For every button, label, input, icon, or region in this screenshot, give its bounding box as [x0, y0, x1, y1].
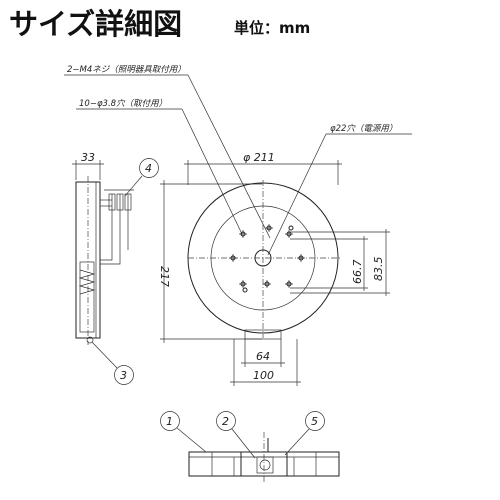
wire-2 — [100, 194, 121, 265]
mount-hole-5 — [298, 255, 304, 261]
mount-hole-7 — [264, 281, 270, 287]
bottom-connector — [256, 456, 274, 474]
mount-hole-3 — [286, 231, 292, 237]
bottom-mount-block — [240, 451, 288, 477]
terminal-2 — [116, 193, 124, 211]
mount-hole-8 — [286, 281, 292, 287]
part-number-4-circle — [139, 158, 159, 178]
mount-hole-9 — [242, 287, 248, 293]
side-spring — [78, 269, 96, 295]
part-number-5-circle — [305, 411, 325, 431]
dim-width-large: 100 — [253, 369, 274, 382]
callout-cable-hole: φ22穴（電源用） — [330, 123, 397, 134]
terminal-3 — [124, 193, 132, 211]
wire-1 — [100, 194, 113, 261]
bottom-connector-hole — [259, 459, 271, 471]
part-number-3: 3 — [120, 369, 127, 382]
part-number-2: 2 — [222, 415, 229, 428]
part-number-2-circle — [216, 411, 236, 431]
part-number-5-leader — [284, 428, 310, 456]
dim-depth: 33 — [81, 151, 95, 164]
mount-hole-markers — [229, 224, 305, 293]
side-knob — [86, 336, 94, 344]
mount-hole-10 — [288, 225, 294, 231]
terminal-1 — [108, 193, 116, 211]
callout-cable-leader — [267, 133, 327, 256]
part-number-1-leader — [176, 427, 207, 453]
dim-pitch-small: 66.7 — [351, 260, 364, 285]
part-number-4-leader — [124, 175, 143, 197]
side-body — [75, 181, 101, 339]
part-number-3-leader — [91, 341, 118, 369]
part-number-4: 4 — [145, 162, 152, 175]
front-bracket — [244, 329, 282, 340]
part-number-5: 5 — [311, 415, 318, 428]
callout-m4-leader — [187, 74, 271, 239]
callout-mount-holes: 10−φ3.8穴（取付用） — [79, 98, 167, 109]
part-number-1-circle — [160, 411, 180, 431]
part-number-2-leader — [231, 428, 256, 459]
part-number-3-circle — [114, 365, 134, 385]
dim-height: 217 — [158, 266, 171, 287]
part-number-1: 1 — [166, 415, 173, 428]
side-view: 33 — [72, 151, 134, 345]
unit-label: 単位：mm — [234, 19, 311, 37]
callout-mount-leader — [181, 108, 243, 235]
dim-width-small: 64 — [256, 350, 270, 363]
dim-pitch-large: 83.5 — [372, 257, 385, 282]
bottom-view — [188, 432, 340, 482]
page-title: サイズ詳細図 — [9, 7, 183, 41]
mount-hole-2 — [266, 225, 272, 231]
mount-hole-4 — [230, 255, 236, 261]
callout-m4-screw: 2−M4ネジ（照明器具取付用） — [67, 64, 186, 75]
mount-hole-6 — [240, 281, 246, 287]
dim-diameter: φ 211 — [243, 151, 275, 164]
front-view: φ 211 217 — [158, 151, 390, 386]
side-mount-block — [79, 261, 95, 333]
mount-hole-1 — [240, 231, 246, 237]
